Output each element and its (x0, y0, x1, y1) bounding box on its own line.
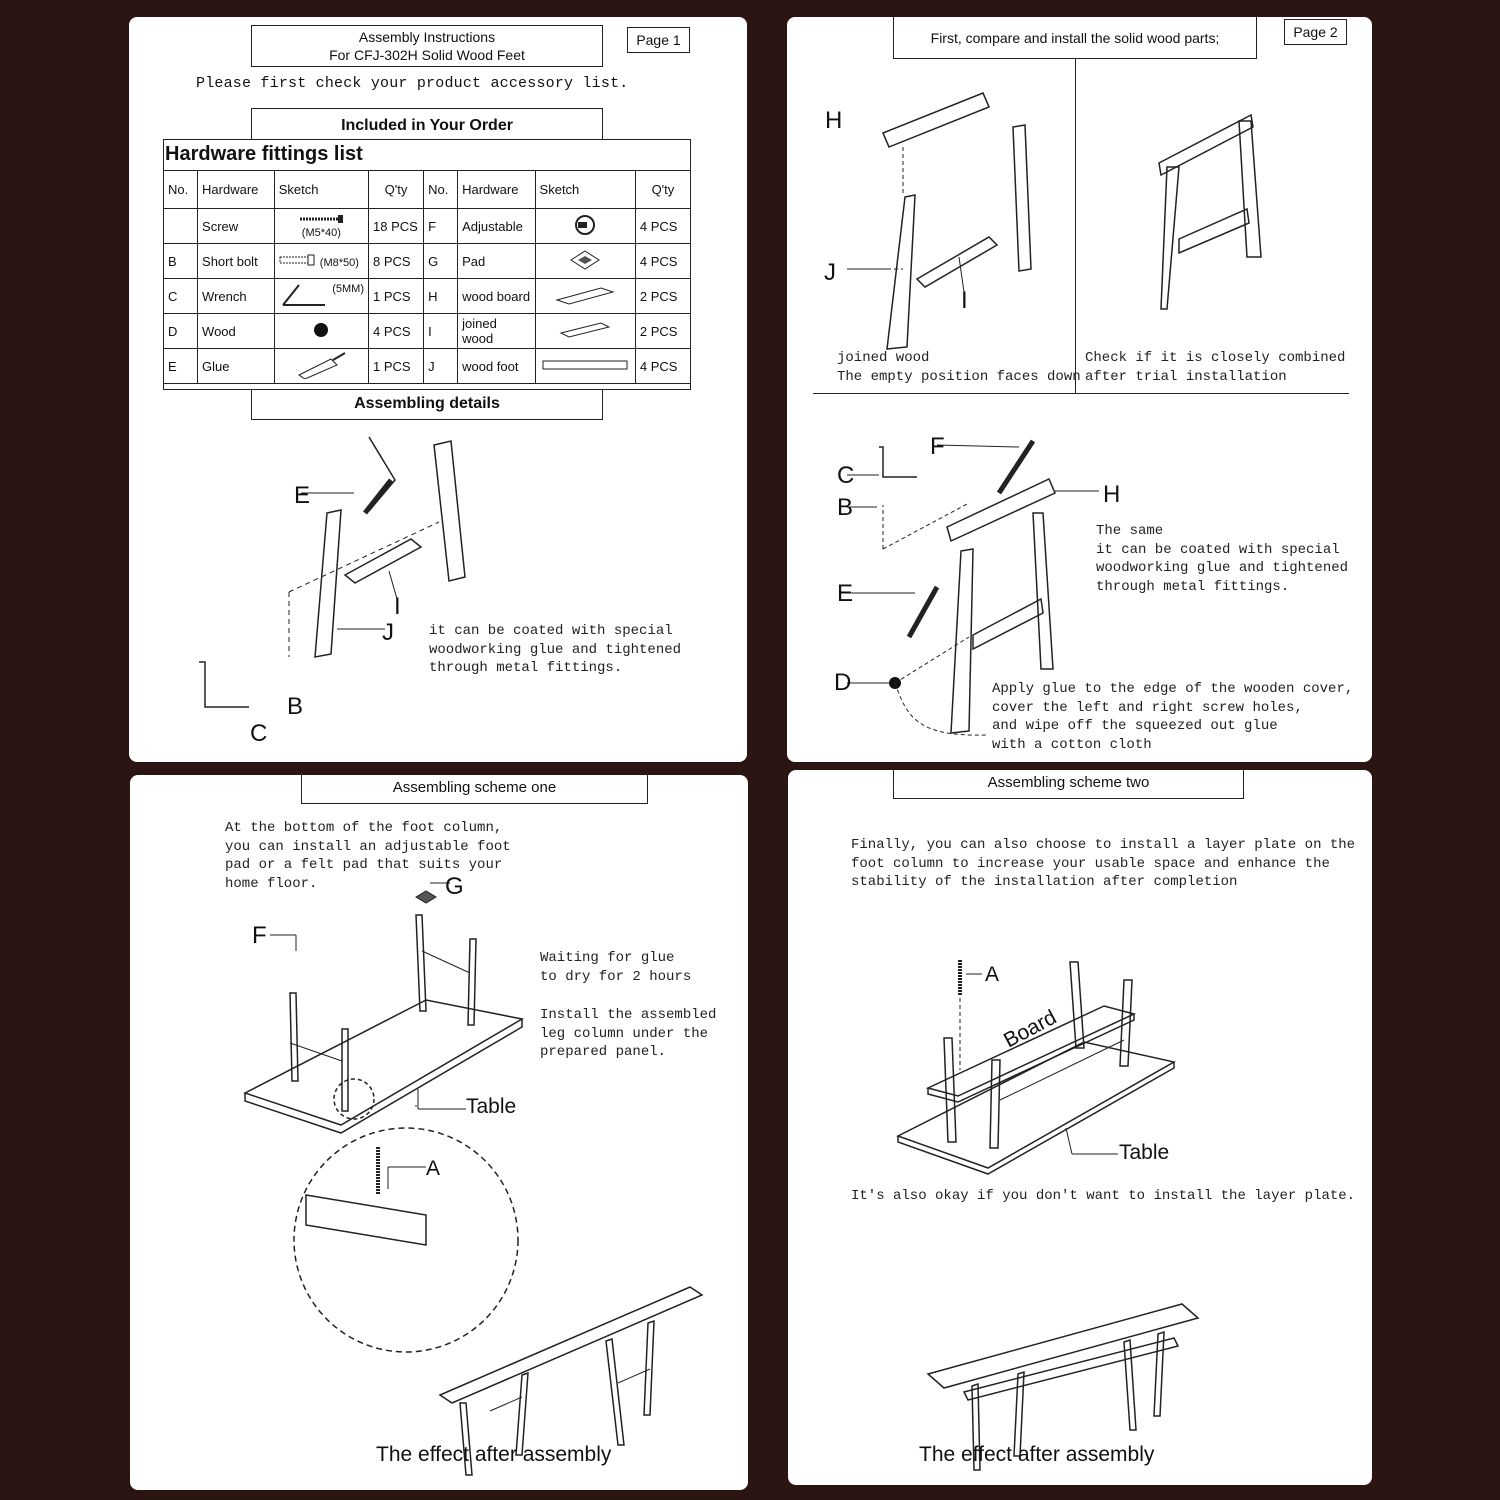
title-line-1: Assembly Instructions (358, 29, 496, 45)
effect-caption: The effect after assembly (376, 1443, 612, 1466)
wood-foot-icon (542, 360, 628, 369)
hardware-list-title: Hardware fittings list (165, 143, 363, 165)
title-box: Assembly Instructions For CFJ-302H Solid… (251, 25, 603, 67)
label-table: Table (1119, 1141, 1170, 1164)
label-j: J (824, 259, 836, 286)
label-c: C (250, 720, 268, 747)
table-row: B Short bolt (M8*50) 8 PCS G Pad 4 PCS (162, 243, 692, 279)
col-qty-2: Q'ty (634, 170, 692, 209)
step-one-header: First, compare and install the solid woo… (893, 17, 1257, 59)
panel-page-1: Assembly Instructions For CFJ-302H Solid… (129, 17, 747, 762)
label-h: H (825, 107, 843, 134)
label-b: B (837, 494, 854, 521)
layer-plate-intro: Finally, you can also choose to install … (851, 837, 1356, 890)
label-j: J (382, 619, 394, 646)
hardware-table: No. Hardware Sketch Q'ty No. Hardware Sk… (162, 170, 692, 384)
assembling-details-header: Assembling details (251, 390, 603, 420)
screw-icon (300, 214, 344, 223)
col-sketch: Sketch (273, 170, 370, 209)
glue-bottle-icon (298, 351, 346, 380)
table-row: D Wood 4 PCS I joined wood 2 PCS (162, 313, 692, 349)
col-no: No. (162, 170, 199, 209)
table-header-row: No. Hardware Sketch Q'ty No. Hardware Sk… (162, 170, 692, 209)
label-a: A (426, 1157, 441, 1180)
pad-icon (570, 249, 601, 270)
joined-wood-icon (559, 321, 611, 338)
check-combined-note: Check if it is closely combined after tr… (1085, 350, 1346, 385)
label-e: E (294, 482, 311, 509)
short-bolt-icon (279, 254, 315, 265)
label-c: C (837, 462, 855, 489)
divider-horizontal (813, 393, 1349, 394)
effect-caption: The effect after assembly (919, 1443, 1155, 1466)
apply-glue-note: Apply glue to the edge of the wooden cov… (992, 681, 1354, 753)
label-a: A (985, 963, 1000, 986)
panel-scheme-two: Assembling scheme two Finally, you can a… (788, 770, 1372, 1485)
included-header: Included in Your Order (251, 108, 603, 139)
check-note: Please first check your product accessor… (196, 75, 629, 92)
glue-note: it can be coated with special woodworkin… (429, 623, 682, 676)
label-d: D (834, 669, 852, 696)
col-qty: Q'ty (367, 170, 425, 209)
foot-pad-note: At the bottom of the foot column, you ca… (225, 820, 511, 892)
joined-wood-note: joined wood The empty position faces dow… (837, 350, 1081, 385)
panel-page-2: First, compare and install the solid woo… (787, 17, 1372, 762)
label-f: F (930, 433, 945, 460)
label-i: I (394, 593, 401, 620)
adjustable-foot-icon (575, 214, 596, 235)
scheme-two-header: Assembling scheme two (893, 770, 1244, 799)
scheme-two-drawing (788, 770, 1372, 1485)
step-one-drawing (787, 17, 1372, 762)
label-f: F (252, 922, 267, 949)
label-table: Table (466, 1095, 517, 1118)
title-line-2: For CFJ-302H Solid Wood Feet (329, 47, 525, 63)
install-leg-note: Install the assembled leg column under t… (540, 1007, 717, 1060)
wrench-icon (281, 284, 325, 306)
label-g: G (445, 873, 464, 900)
col-no-2: No. (423, 170, 459, 209)
leg-assembly-drawing (129, 17, 747, 762)
optional-layer-note: It's also okay if you don't want to inst… (851, 1188, 1356, 1204)
scheme-one-drawing (130, 775, 748, 1490)
divider-vertical (1075, 59, 1076, 393)
label-h-2: H (1103, 481, 1121, 508)
page-number: Page 2 (1284, 19, 1347, 45)
wood-board-icon (555, 286, 615, 305)
page-number: Page 1 (627, 27, 690, 53)
table-row: E Glue 1 PCS J wood foot 4 PCS (162, 348, 692, 384)
label-b: B (287, 693, 304, 720)
scheme-one-header: Assembling scheme one (301, 775, 648, 804)
wait-glue-note: Waiting for glue to dry for 2 hours (540, 950, 692, 985)
label-i: I (961, 287, 968, 314)
label-e: E (837, 580, 854, 607)
table-row: Screw (M5*40) 18 PCS F Adjustable 4 PCS (162, 208, 692, 244)
same-note: The same it can be coated with special w… (1096, 523, 1349, 595)
col-sketch-2: Sketch (534, 170, 636, 209)
wood-plug-icon (314, 322, 329, 337)
panel-scheme-one: Assembling scheme one At the bottom of t… (130, 775, 748, 1490)
